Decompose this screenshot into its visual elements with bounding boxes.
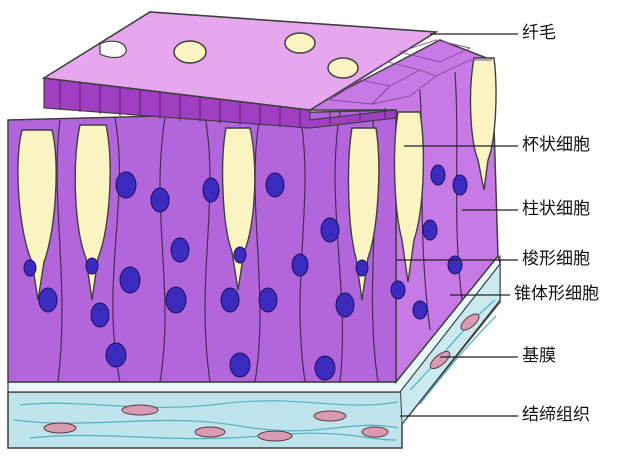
label-cilia: 纤毛 — [522, 25, 556, 42]
label-spindle-cell: 梭形细胞 — [522, 251, 590, 268]
cilia-surface-notch — [100, 41, 126, 57]
label-columnar-cell: 柱状细胞 — [522, 201, 590, 218]
label-goblet-cell: 杯状细胞 — [522, 137, 590, 154]
label-connective-tissue: 结缔组织 — [522, 407, 590, 424]
label-basement-membrane: 基膜 — [522, 348, 556, 365]
label-pyramidal-cell: 锥体形细胞 — [514, 286, 599, 303]
